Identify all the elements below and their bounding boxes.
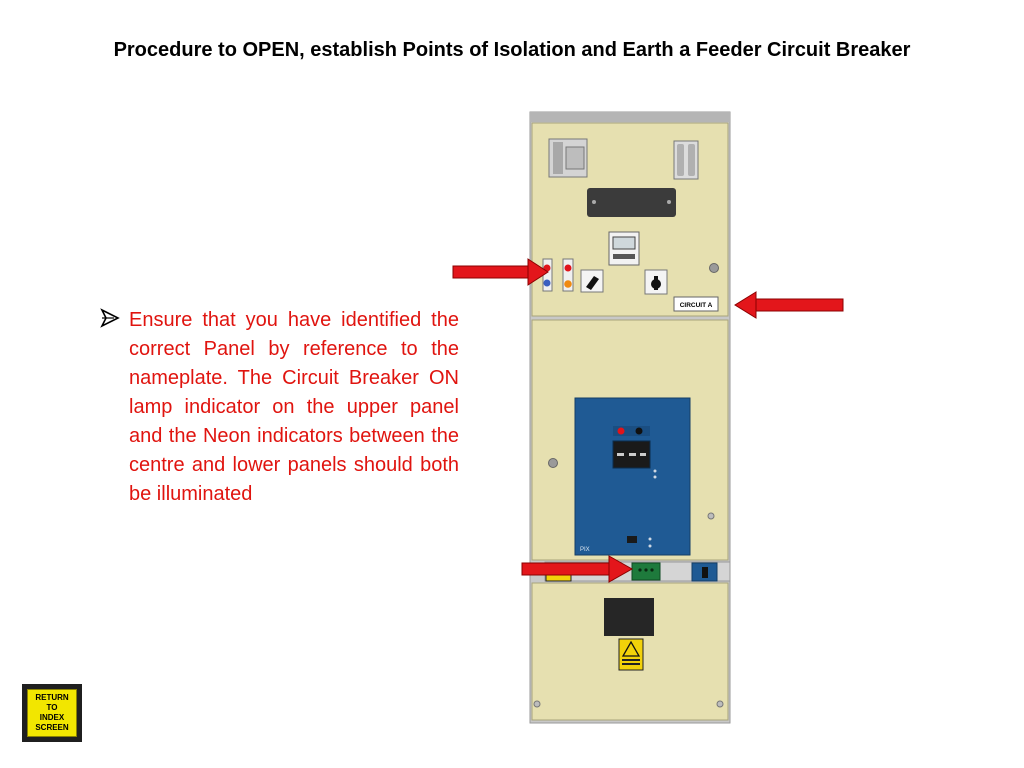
arrow-to-neon-indicators	[521, 555, 634, 583]
racking-indicator[interactable]	[627, 536, 637, 543]
arrow-bullet-icon	[100, 308, 120, 328]
control-switch-left[interactable]	[580, 269, 604, 293]
local-remote-switch[interactable]	[644, 269, 668, 295]
relay-module-left	[548, 138, 588, 178]
panel-top-strip	[530, 112, 730, 122]
danger-warning-label	[618, 638, 644, 671]
nameplate: CIRCUIT A	[673, 296, 719, 312]
return-to-index-button[interactable]: RETURN TO INDEX SCREEN	[22, 684, 82, 742]
indicator-lamps	[542, 258, 574, 292]
breaker-label: PIX	[580, 547, 590, 553]
cable-viewing-window	[604, 598, 654, 636]
breaker-open-button[interactable]	[635, 427, 643, 435]
lower-panel-screw-left	[533, 700, 541, 708]
return-button-label: RETURN TO INDEX SCREEN	[27, 689, 77, 737]
page-title: Procedure to OPEN, establish Points of I…	[113, 39, 911, 61]
arrow-to-nameplate	[734, 291, 844, 319]
lower-panel-screw-right	[716, 700, 724, 708]
circuit-breaker-front: PIX	[574, 397, 691, 556]
breaker-close-button[interactable]	[617, 427, 625, 435]
instruction-text: Ensure that you have identified the corr…	[129, 309, 459, 505]
upper-panel-screw	[709, 263, 719, 273]
control-cover-plate	[587, 188, 676, 217]
nameplate-label: CIRCUIT A	[680, 302, 713, 309]
arrow-to-on-lamp	[452, 258, 549, 286]
digital-meter[interactable]	[608, 231, 640, 266]
relay-module-right	[673, 140, 699, 180]
centre-panel-screw	[548, 458, 558, 468]
centre-panel-screw-right	[707, 512, 715, 520]
